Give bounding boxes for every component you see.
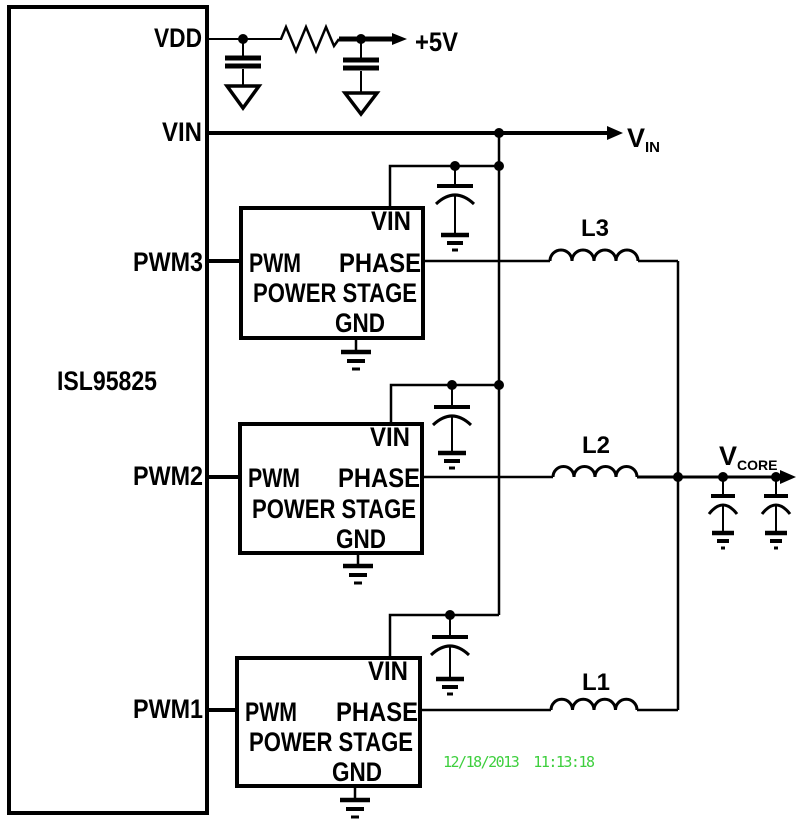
- stage2-vin-wire: [389, 383, 499, 424]
- ground-symbol: [712, 530, 734, 550]
- vin-label-base: V: [627, 123, 645, 153]
- vin-arrowhead: [607, 126, 623, 140]
- ground-symbol: [341, 349, 371, 371]
- ground-symbol: [441, 232, 469, 252]
- ground-symbol: [343, 563, 373, 585]
- chassis-ground-symbol: [341, 91, 381, 117]
- vdd-net: +5V: [207, 23, 458, 117]
- stage1-outline: [235, 656, 422, 788]
- vin-label-subscript: IN: [645, 139, 660, 156]
- ground-symbol: [765, 530, 787, 550]
- stage3-outline: [239, 206, 425, 340]
- stage2-title: POWER STAGE: [252, 494, 416, 524]
- controller-outline: [7, 5, 209, 815]
- power-stage-1: VIN PWM PHASE POWER STAGE GND L1: [207, 610, 678, 819]
- stage3-pin-vin: VIN: [371, 206, 411, 236]
- vcore-output-cap-2: [760, 477, 792, 550]
- stage1-vin-wire: [388, 613, 499, 658]
- resistor: [279, 23, 341, 55]
- vcore-output-cap-1: [707, 477, 739, 550]
- stage2-input-cap: [431, 385, 473, 470]
- inductor-l3-coil: [548, 248, 640, 262]
- pin-label-pwm2: PWM2: [133, 461, 203, 491]
- vin-net-label: VIN: [627, 123, 660, 156]
- stage2-pin-pwm: PWM: [248, 463, 300, 493]
- stage1-pin-pwm: PWM: [245, 697, 297, 727]
- stage3-title: POWER STAGE: [253, 278, 417, 308]
- stage3-pin-phase: PHASE: [339, 248, 421, 278]
- vcore-arrowhead: [780, 470, 796, 484]
- stage2-outline: [238, 422, 424, 555]
- inductor-l1-label: L1: [582, 669, 610, 696]
- stage3-pin-pwm: PWM: [249, 248, 301, 278]
- stage2-pin-vin: VIN: [370, 422, 410, 452]
- supply-5v-label: +5V: [415, 27, 458, 57]
- junction-dot: [494, 380, 504, 390]
- vin-net: VIN: [207, 123, 660, 615]
- supply-5v-arrowhead: [392, 33, 407, 45]
- pin-label-pwm1: PWM1: [133, 694, 203, 724]
- junction-dot: [673, 472, 683, 482]
- controller-ic: ISL95825 VDD VIN PWM3 PWM2 PWM1: [7, 5, 209, 815]
- pin-label-pwm3: PWM3: [133, 247, 203, 277]
- vcore-net: VCORE: [637, 261, 796, 710]
- inductor-l3-label: L3: [581, 215, 609, 242]
- vcore-label-base: V: [719, 441, 737, 471]
- inductor-l2-label: L2: [582, 432, 610, 459]
- vcore-label-subscript: CORE: [737, 457, 777, 473]
- power-stage-3: VIN PWM PHASE POWER STAGE GND L3: [207, 161, 678, 371]
- stage3-pin-gnd: GND: [335, 308, 385, 338]
- vcore-net-label: VCORE: [719, 441, 777, 473]
- controller-part-number: ISL95825: [57, 366, 157, 396]
- inductor-l1-coil: [549, 697, 639, 711]
- stage2-pin-gnd: GND: [336, 524, 386, 554]
- junction-dot: [494, 161, 504, 171]
- stage1-pin-vin: VIN: [368, 656, 408, 686]
- vdd-decoupling-cap-2: [341, 39, 381, 117]
- inductor-l2-coil: [551, 465, 639, 478]
- chassis-ground-symbol: [223, 84, 263, 111]
- stage1-title: POWER STAGE: [249, 727, 413, 757]
- power-stage-2: VIN PWM PHASE POWER STAGE GND L2: [207, 380, 639, 585]
- stage3-vin-wire: [388, 164, 499, 208]
- stage3-input-cap: [434, 166, 476, 252]
- ground-symbol: [340, 797, 370, 819]
- pin-label-vin: VIN: [162, 117, 202, 147]
- plot-timestamp: 12/18/2013 11:13:18: [443, 753, 595, 771]
- stage1-input-cap: [429, 615, 471, 696]
- stage2-pin-phase: PHASE: [338, 463, 420, 493]
- pin-label-vdd: VDD: [154, 23, 202, 53]
- ground-symbol: [438, 450, 466, 470]
- stage1-pin-gnd: GND: [332, 757, 382, 787]
- ground-symbol: [436, 676, 464, 696]
- stage1-pin-phase: PHASE: [336, 697, 418, 727]
- vdd-decoupling-cap-1: [223, 39, 263, 111]
